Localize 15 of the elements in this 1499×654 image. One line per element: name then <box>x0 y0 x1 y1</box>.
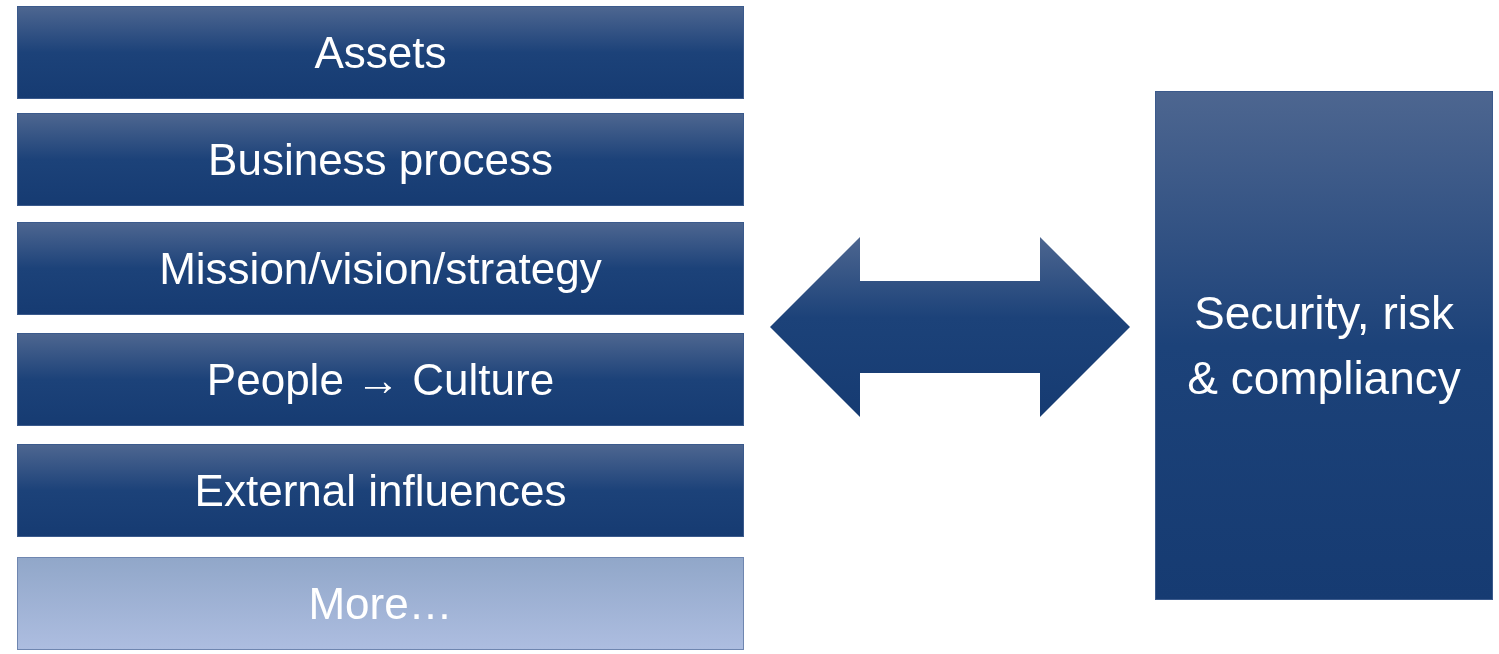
stack-bar <box>17 557 744 650</box>
stack-bar <box>17 222 744 315</box>
stack-bar <box>17 444 744 537</box>
box-label: Assets <box>314 27 447 79</box>
box-label: Mission/vision/strategy <box>159 243 602 295</box>
box-label: External influences <box>194 465 567 517</box>
stack-bar <box>17 6 744 99</box>
stack-bar <box>17 333 744 426</box>
box-label: Security, risk & compliancy <box>1186 286 1462 406</box>
stack-bar <box>17 113 744 206</box>
topic-box <box>1155 91 1493 600</box>
box-label: People → Culture <box>206 354 555 406</box>
box-label: More… <box>308 578 453 630</box>
double-arrow <box>770 237 1130 417</box>
box-label: Business process <box>208 134 553 186</box>
